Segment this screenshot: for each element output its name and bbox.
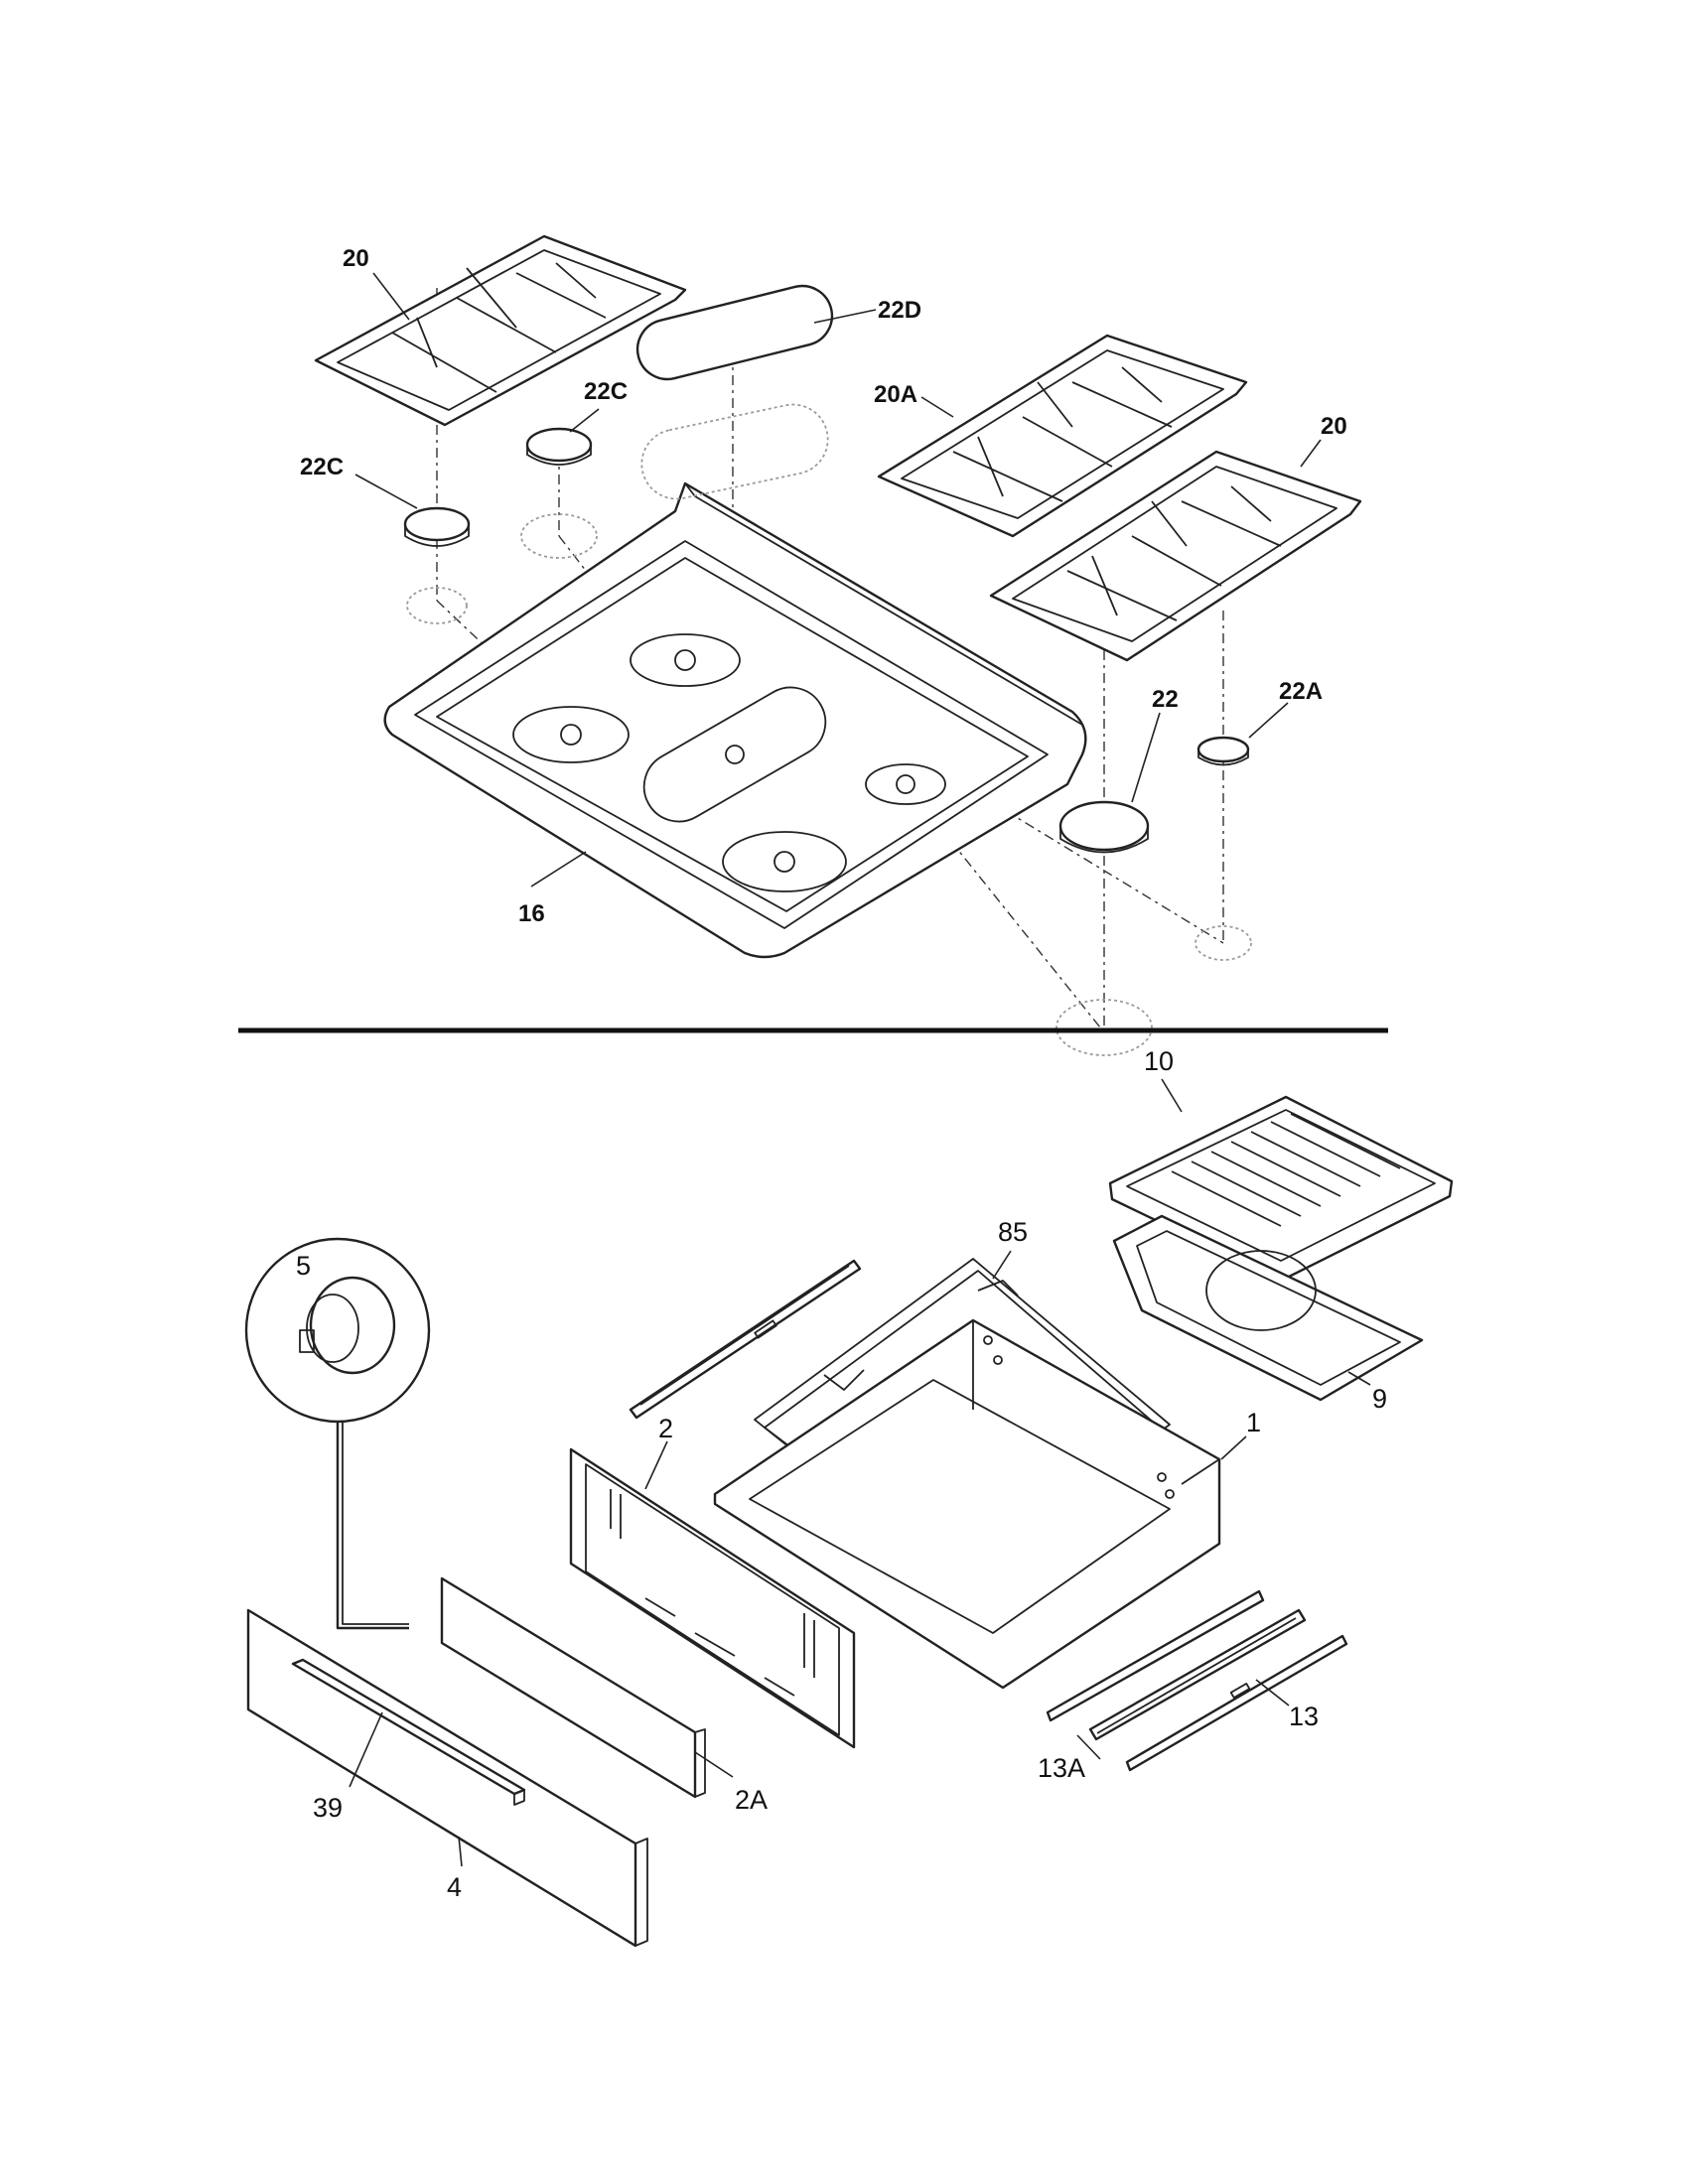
broiler-pan-9 (1112, 1214, 1424, 1402)
cooktop-16 (383, 481, 1087, 959)
label-4: 4 (447, 1872, 462, 1902)
label-16: 16 (518, 900, 545, 927)
label-20-right: 20 (1321, 413, 1347, 440)
drawer-back-2 (569, 1447, 856, 1749)
oval-cap-22D (635, 284, 834, 381)
label-85: 85 (998, 1217, 1028, 1247)
knob-detail-5 (244, 1237, 431, 1630)
label-22C-b: 22C (300, 454, 344, 480)
label-2: 2 (658, 1414, 673, 1443)
label-22C-a: 22C (584, 378, 628, 405)
grate-right-20 (989, 450, 1362, 662)
drawer-panel-2A (440, 1576, 706, 1799)
cap-22 (1058, 800, 1150, 854)
label-9: 9 (1372, 1384, 1387, 1414)
cap-22C-b (403, 506, 471, 547)
label-13A: 13A (1038, 1753, 1085, 1783)
grate-left-20 (314, 234, 687, 427)
label-10: 10 (1144, 1046, 1174, 1076)
label-2A: 2A (735, 1785, 768, 1815)
cap-22A (1196, 736, 1250, 766)
drawer-body-1 (713, 1318, 1221, 1690)
burner-bases-ghost (406, 403, 1252, 1056)
leader-lines-bottom (349, 1078, 1371, 1867)
label-39: 39 (313, 1793, 343, 1823)
label-22D: 22D (878, 297, 921, 324)
slide-bar-upper (629, 1259, 862, 1420)
label-5: 5 (296, 1251, 311, 1281)
label-13: 13 (1289, 1702, 1319, 1731)
leader-lines-top (354, 272, 1322, 887)
drawer-handle-39 (291, 1658, 526, 1806)
grate-center-20A (877, 334, 1248, 538)
label-22: 22 (1152, 686, 1179, 713)
label-22A: 22A (1279, 678, 1323, 705)
label-1: 1 (1246, 1408, 1261, 1437)
cap-22C-a (525, 427, 593, 466)
label-20A: 20A (874, 381, 917, 408)
label-20-left: 20 (343, 245, 369, 272)
slide-rails-13 (1046, 1589, 1348, 1772)
